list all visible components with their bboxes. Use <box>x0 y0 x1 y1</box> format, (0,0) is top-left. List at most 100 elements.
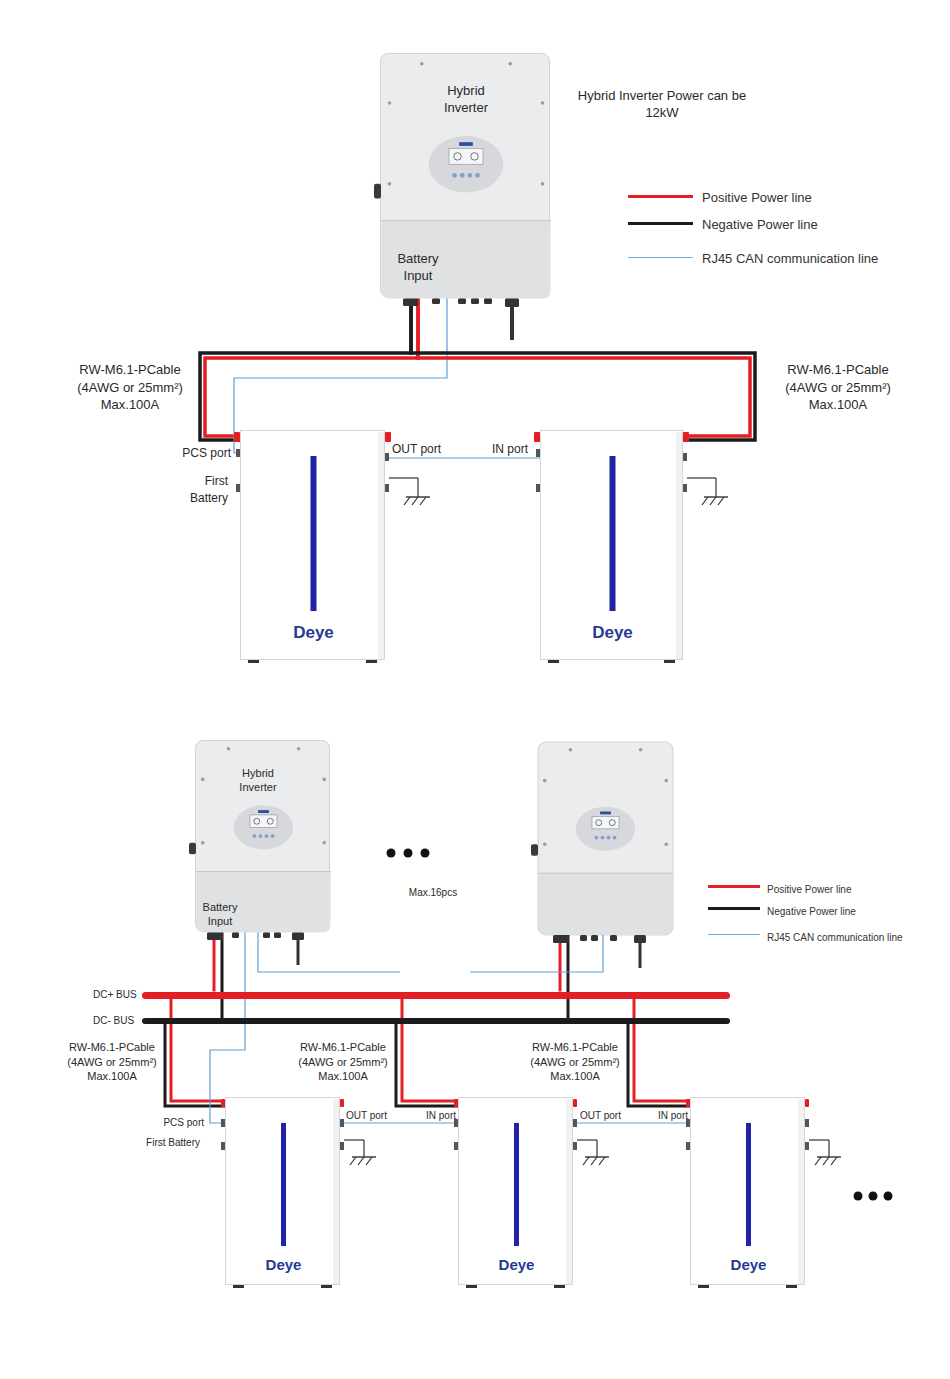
ground-symbol <box>599 1157 605 1165</box>
battery-port-pin <box>385 484 389 492</box>
ground-lead <box>715 478 716 497</box>
battery-port-pin <box>536 449 540 457</box>
battery-terminal <box>683 432 689 442</box>
port-name: PCS port <box>160 446 231 460</box>
text-slot: Deye <box>691 1256 806 1274</box>
ground-symbol <box>823 1157 829 1165</box>
legend-line-sample <box>708 885 760 888</box>
battery-foot <box>698 1283 709 1288</box>
battery-role: First Battery <box>176 473 228 507</box>
legend-entry: Negative Power line <box>708 901 856 915</box>
can-cable <box>470 935 603 972</box>
legend-line-sample <box>708 934 760 935</box>
inverter-screw <box>541 101 545 105</box>
inverter-button <box>613 836 617 840</box>
cable-spec: RW-M6.1-PCable (4AWG or 25mm²) Max.100A <box>522 1040 628 1084</box>
port-name: OUT port <box>346 1110 396 1122</box>
note: Max.16pcs <box>393 886 473 900</box>
port-name: IN port <box>426 1110 458 1122</box>
inverter-art <box>381 54 551 299</box>
battery-foot <box>366 658 377 663</box>
negative-cable <box>396 1024 458 1106</box>
dc-bus: DC- BUS <box>88 1011 732 1031</box>
inverter-dial <box>609 820 615 826</box>
ground-lead <box>344 1139 364 1140</box>
inverter-dial <box>471 153 478 160</box>
inverter-screw <box>543 842 547 846</box>
inverter-button <box>467 173 472 178</box>
battery-port-pin <box>573 1142 577 1150</box>
label-slot: OUT port <box>392 442 452 456</box>
positive-cable <box>418 298 750 436</box>
can-cable <box>573 1122 690 1123</box>
negative-cable <box>200 298 411 440</box>
label-slot: IN port <box>658 1110 690 1122</box>
battery-terminal <box>534 432 540 442</box>
inverter-label: Battery Input <box>395 250 441 284</box>
note: Hybrid Inverter Power can be 12kW <box>571 87 753 121</box>
label-slot: Max.16pcs <box>393 886 473 900</box>
battery-art <box>226 1098 341 1286</box>
positive-cable <box>634 999 690 1102</box>
label-slot: First Battery <box>176 473 228 507</box>
inverter-button <box>460 173 465 178</box>
inverter-screw <box>639 748 643 752</box>
positive-cable <box>205 298 418 436</box>
continuation-dot <box>421 849 430 858</box>
inverter-screw <box>322 778 326 782</box>
legend-line-sample <box>628 222 693 225</box>
inverter-seam <box>381 220 551 221</box>
text-slot: Battery Input <box>198 900 242 928</box>
battery-port-pin <box>236 484 240 492</box>
battery-module: Deye <box>540 430 683 660</box>
inverter-terminal <box>591 935 598 941</box>
port-name: PCS port <box>150 1117 204 1129</box>
inverter-screw <box>227 747 231 751</box>
ground-symbol <box>366 1157 372 1165</box>
inverter-button <box>607 836 611 840</box>
ground-lead <box>577 1139 597 1140</box>
text-slot: Battery Input <box>395 250 441 284</box>
text-slot: Hybrid Inverter <box>231 766 285 794</box>
inverter-screw <box>201 778 205 782</box>
battery-foot <box>248 658 259 663</box>
inverter-screen <box>449 148 483 164</box>
can-cable <box>340 1122 458 1123</box>
dc-bus: DC+ BUS <box>88 985 732 1005</box>
inverter-lower-panel <box>539 873 673 883</box>
inverter-screw <box>664 779 668 783</box>
inverter-button <box>594 836 598 840</box>
label-slot: Hybrid Inverter Power can be 12kW <box>571 87 753 121</box>
inverter-screw <box>543 779 547 783</box>
battery-port-pin <box>805 1142 809 1150</box>
inverter-lower-panel <box>197 872 331 882</box>
battery-port-pin <box>686 1142 690 1150</box>
label-slot: OUT port <box>580 1110 630 1122</box>
brand-logo: Deye <box>459 1256 574 1274</box>
inverter-terminal <box>232 932 239 938</box>
inverter-label: Hybrid Inverter <box>231 766 285 794</box>
cable-spec: RW-M6.1-PCable (4AWG or 25mm²) Max.100A <box>67 361 193 414</box>
continuation-dot <box>387 849 396 858</box>
inverter-logo-mark <box>258 810 269 813</box>
negative-cable <box>165 1024 225 1106</box>
inverter-handle <box>189 843 196 855</box>
inverter-handle <box>531 844 538 856</box>
inverter-screw <box>201 841 205 845</box>
negative-cable <box>628 1024 690 1106</box>
legend-line-sample <box>708 907 760 910</box>
can-cable <box>258 932 400 972</box>
positive-cable <box>559 935 562 992</box>
label-slot: RW-M6.1-PCable (4AWG or 25mm²) Max.100A <box>775 361 901 414</box>
battery-foot <box>554 1283 565 1288</box>
hybrid-inverter-body <box>538 742 673 935</box>
ground-symbol <box>350 1157 356 1165</box>
battery-foot <box>548 658 559 663</box>
hybrid-inverter: Hybrid InverterBattery Input <box>195 740 330 932</box>
label-slot: RW-M6.1-PCable (4AWG or 25mm²) Max.100A <box>59 1040 165 1084</box>
port-name: IN port <box>492 442 538 456</box>
inverter-ac-cable <box>639 943 642 968</box>
label-slot: OUT port <box>346 1110 396 1122</box>
